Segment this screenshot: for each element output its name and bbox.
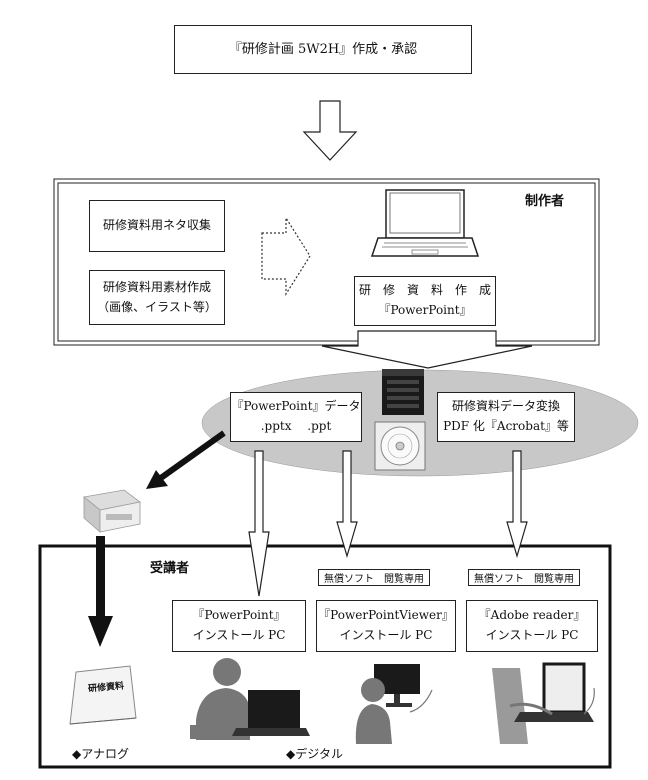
paper-document-icon — [69, 665, 137, 725]
producer-frame-inner — [57, 182, 596, 342]
create-text-1: 研 修 資 料 作 成 — [358, 283, 491, 298]
pp-data-text-2: .pptx .ppt — [260, 419, 332, 433]
pc1-text-1: 『PowerPoint』 — [192, 608, 286, 623]
pc-box-adobe: 『Adobe reader』 インストール PC — [466, 600, 598, 652]
material-text-2: （画像、イラスト等） — [97, 299, 217, 314]
collect-text: 研修資料用ネタ収集 — [102, 218, 211, 233]
material-box: 研修資料用素材作成 （画像、イラスト等） — [89, 270, 225, 325]
planning-text: 『研修計画 5W2H』作成・承認 — [228, 41, 418, 57]
nas-icon — [382, 369, 424, 415]
pc-box-powerpoint: 『PowerPoint』 インストール PC — [172, 600, 306, 652]
digital-label: ◆デジタル — [286, 747, 343, 761]
cd-icon — [374, 421, 426, 471]
receiver-frame — [38, 544, 612, 769]
pp-data-box: 『PowerPoint』データ .pptx .ppt — [230, 392, 362, 442]
person-laptop-icon-3 — [492, 662, 595, 744]
down-arrow-top — [302, 100, 358, 161]
analog-label: ◆アナログ — [72, 747, 129, 761]
white-arrow-2 — [336, 450, 358, 559]
pc2-text-2: インストール PC — [339, 628, 433, 642]
free-software-tag-2: 無償ソフト 閲覧専用 — [468, 569, 580, 586]
convert-text-1: 研修資料データ変換 — [451, 399, 560, 414]
printer-icon — [83, 489, 141, 533]
white-arrow-3 — [506, 450, 528, 559]
arrow-to-printer — [146, 470, 168, 489]
producer-label: 制作者 — [525, 194, 565, 209]
pc3-text-2: インストール PC — [485, 628, 579, 642]
planning-box: 『研修計画 5W2H』作成・承認 — [174, 25, 472, 74]
pc1-text-2: インストール PC — [192, 628, 286, 642]
arrow-to-paper — [88, 616, 113, 647]
free-software-tag-1-text: 無償ソフト 閲覧専用 — [324, 574, 424, 585]
pp-data-text-1: 『PowerPoint』データ — [231, 399, 361, 414]
pc-box-viewer: 『PowerPointViewer』 インストール PC — [316, 600, 456, 652]
free-software-tag-2-text: 無償ソフト 閲覧専用 — [474, 574, 574, 585]
receiver-label: 受講者 — [150, 561, 190, 576]
person-monitor-icon-2 — [355, 664, 433, 744]
material-text-1: 研修資料用素材作成 — [102, 279, 211, 294]
funnel-arrow — [321, 330, 533, 369]
free-software-tag-1: 無償ソフト 閲覧専用 — [318, 569, 430, 586]
white-arrow-1 — [248, 450, 270, 597]
collect-box: 研修資料用ネタ収集 — [89, 200, 225, 252]
dotted-arrow — [261, 215, 311, 297]
pc3-text-1: 『Adobe reader』 — [478, 608, 586, 623]
create-text-2: 『PowerPoint』 — [378, 303, 472, 317]
person-laptop-icon-1 — [190, 658, 310, 740]
pc2-text-1: 『PowerPointViewer』 — [318, 608, 454, 623]
create-box: 研 修 資 料 作 成 『PowerPoint』 — [354, 276, 496, 326]
convert-box: 研修資料データ変換 PDF 化『Acrobat』等 — [437, 392, 575, 442]
convert-text-2: PDF 化『Acrobat』等 — [443, 419, 569, 433]
laptop-icon — [370, 189, 480, 257]
